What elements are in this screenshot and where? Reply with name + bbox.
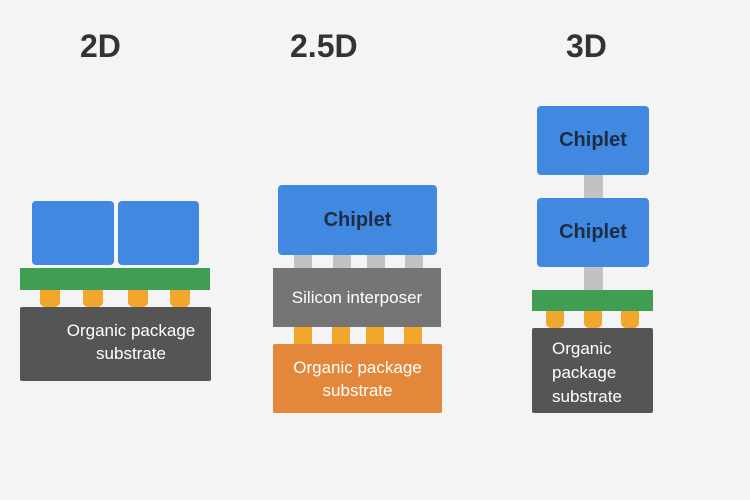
interposer-label: Silicon interposer bbox=[291, 288, 423, 307]
microbump bbox=[294, 255, 312, 269]
chiplet-2-5d: Chiplet bbox=[278, 185, 437, 255]
microbump bbox=[333, 255, 351, 269]
silicon-interposer: Silicon interposer bbox=[273, 268, 441, 327]
substrate-label: Organic package substrate bbox=[293, 356, 422, 402]
chiplet-2d-left bbox=[32, 201, 114, 265]
organic-substrate-3d: Organic package substrate bbox=[532, 328, 653, 413]
substrate-label-line1: Organic bbox=[552, 339, 612, 358]
bump bbox=[332, 327, 350, 344]
tsv-pillar bbox=[584, 267, 603, 290]
substrate-label-line3: substrate bbox=[552, 387, 622, 406]
bump bbox=[128, 290, 148, 307]
substrate-label-line2: package bbox=[552, 363, 617, 382]
bump bbox=[83, 290, 103, 307]
organic-substrate-2d: Organic package substrate bbox=[20, 307, 211, 381]
bump bbox=[584, 311, 602, 328]
chiplet-2d-right bbox=[118, 201, 199, 265]
substrate-label-line1: Organic package bbox=[66, 321, 196, 340]
organic-substrate-2-5d: Organic package substrate bbox=[273, 344, 442, 413]
chiplet-3d-bottom: Chiplet bbox=[537, 198, 649, 267]
bridge-layer-3d bbox=[532, 290, 653, 311]
substrate-label: Organic package substrate bbox=[552, 337, 622, 409]
bump bbox=[366, 327, 384, 344]
microbump bbox=[367, 255, 385, 269]
bump bbox=[621, 311, 639, 328]
title-2d: 2D bbox=[80, 28, 121, 64]
chiplet-label: Chiplet bbox=[559, 129, 627, 151]
substrate-label-line2: substrate bbox=[322, 380, 393, 400]
bump bbox=[40, 290, 60, 307]
bump bbox=[294, 327, 312, 344]
title-2-5d: 2.5D bbox=[290, 28, 358, 64]
bridge-layer-2d bbox=[20, 268, 210, 290]
bump bbox=[404, 327, 422, 344]
microbump bbox=[405, 255, 423, 269]
tsv-pillar bbox=[584, 175, 603, 199]
substrate-label-line1: Organic package bbox=[293, 357, 422, 377]
substrate-label: Organic package substrate bbox=[56, 319, 206, 365]
chiplet-label: Chiplet bbox=[323, 208, 392, 231]
substrate-label-line2: substrate bbox=[96, 344, 166, 363]
bump bbox=[546, 311, 564, 328]
title-3d: 3D bbox=[566, 28, 607, 64]
chiplet-label: Chiplet bbox=[559, 221, 627, 243]
chiplet-3d-top: Chiplet bbox=[537, 106, 649, 175]
bump bbox=[170, 290, 190, 307]
